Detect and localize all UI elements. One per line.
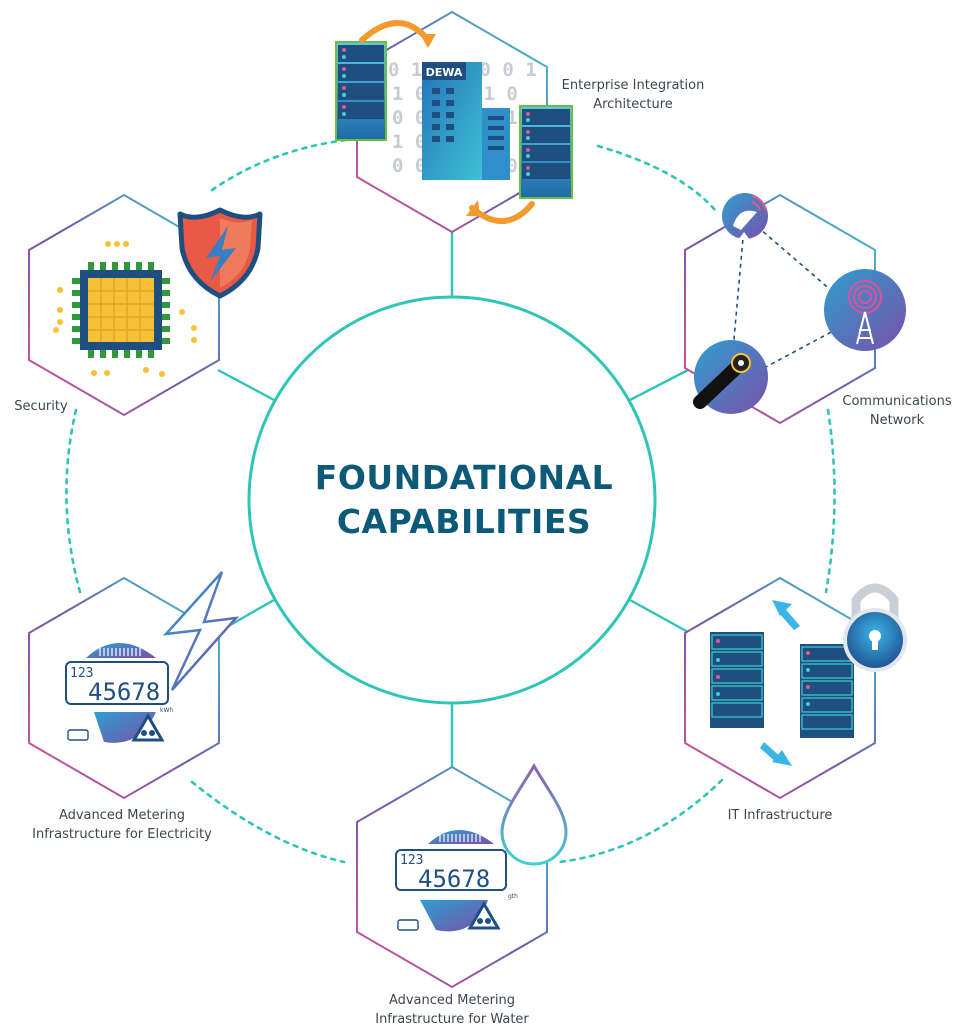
dash-arc-top-left	[210, 138, 348, 192]
signal-waves	[751, 195, 767, 211]
shield-icon	[177, 207, 263, 299]
label-enterprise-line-2: Architecture	[593, 97, 673, 112]
label-ami-electricity-line-2: Infrastructure for Electricity	[32, 827, 212, 842]
it-infrastructure-icon	[710, 583, 907, 766]
label-enterprise-line-1: Enterprise Integration	[561, 78, 705, 93]
title-line-2: CAPABILITIES	[336, 502, 592, 541]
diagram-title: FOUNDATIONAL CAPABILITIES	[246, 456, 682, 544]
label-ami-water: Advanced Metering Infrastructure for Wat…	[366, 991, 538, 1029]
communications-network-icon	[693, 193, 906, 414]
svg-text:kWh: kWh	[160, 707, 173, 714]
arrow-head-top	[420, 34, 436, 48]
circuit-dots	[53, 241, 197, 377]
lightning-bolt-outline	[162, 571, 240, 691]
water-drop-icon	[500, 763, 568, 866]
satellite-dish-icon	[733, 210, 757, 240]
label-communications-line-2: Network	[869, 413, 925, 428]
label-it-line-1: IT Infrastructure	[727, 808, 833, 823]
server-rack-right	[800, 644, 854, 738]
spoke-bottom-right	[629, 598, 689, 634]
connections	[65, 138, 836, 864]
security-icon	[53, 207, 263, 377]
spoke-top-left	[217, 368, 275, 402]
ami-water-icon: 123 45678 gth	[395, 763, 568, 932]
transfer-arrows-icon	[760, 600, 800, 766]
label-security: Security	[6, 397, 76, 416]
svg-text:gth: gth	[508, 893, 518, 900]
svg-text:123: 123	[400, 853, 423, 868]
title-line-1: FOUNDATIONAL	[314, 458, 614, 497]
svg-text:DEWA: DEWA	[426, 66, 463, 79]
server-stack-left	[335, 41, 387, 141]
building-icon: DEWA	[422, 62, 510, 180]
enterprise-integration-icon: 0 1 1 0 0 0 1 1 0 0 1 1 0 0 0 1 0 0 1 1 …	[335, 20, 573, 225]
dash-arc-bottom-left	[190, 780, 346, 864]
label-ami-water-line-1: Advanced Metering	[388, 993, 516, 1008]
svg-text:45678: 45678	[418, 865, 490, 893]
radio-tower-icon	[848, 280, 882, 345]
label-ami-water-line-2: Infrastructure for Water	[375, 1012, 529, 1027]
cpu-chip-icon	[72, 262, 170, 358]
fiber-optic-cable-icon	[693, 353, 751, 409]
label-security-line-1: Security	[14, 399, 68, 414]
water-meter-icon: 123 45678 gth	[395, 830, 518, 932]
label-ami-electricity-line-1: Advanced Metering	[58, 808, 186, 823]
electricity-meter-icon: 123 45678 kWh	[65, 643, 173, 743]
label-communications-line-1: Communications	[842, 394, 952, 409]
svg-text:45678: 45678	[88, 678, 160, 706]
arrow-head-bottom	[466, 200, 480, 216]
label-enterprise-integration: Enterprise Integration Architecture	[548, 76, 718, 114]
padlock-icon	[843, 583, 907, 672]
center-circle	[247, 295, 657, 705]
server-rack-left	[710, 632, 764, 728]
dash-arc-left	[65, 408, 82, 594]
svg-text:123: 123	[70, 666, 93, 681]
server-stack-right	[519, 105, 573, 199]
label-ami-electricity: Advanced Metering Infrastructure for Ele…	[10, 806, 234, 844]
dash-arc-top-right	[596, 144, 717, 212]
radio-tower-node	[824, 269, 906, 351]
ami-electricity-icon: 123 45678 kWh	[65, 571, 240, 743]
spoke-top-right	[629, 368, 689, 402]
dash-arc-bottom-right	[558, 778, 724, 864]
label-it-infrastructure: IT Infrastructure	[712, 806, 848, 825]
dash-arc-right	[824, 408, 836, 594]
label-communications-network: Communications Network	[834, 392, 960, 430]
